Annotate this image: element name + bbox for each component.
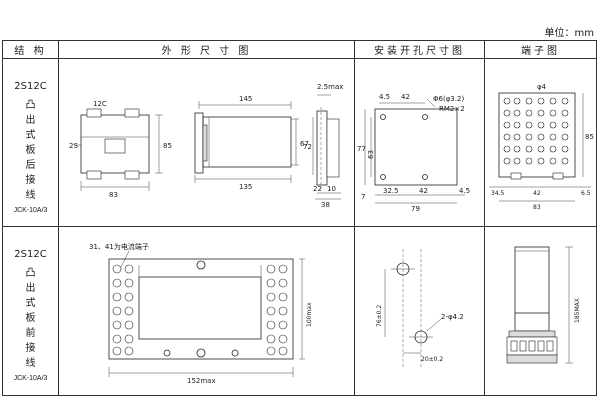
terminal-svg-rear: φ4 [489,83,594,211]
row-rear-wiring: 2S12C 凸 出 式 板 后 接 线 JCK-10A/3 [2,58,597,227]
spec-table: 结 构 外 形 尺 寸 图 安装开孔尺寸图 端子图 2S12C 凸 出 式 板 … [2,40,597,396]
mount-hole: Φ6(φ3.2) [433,95,464,103]
char: 线 [25,358,36,369]
terminal-grid [503,97,569,165]
front-height: 85 [163,142,172,150]
front-label: 12C [93,100,107,108]
mount-bottom-a: 32.5 [383,187,399,195]
char: 式 [25,298,36,309]
front-terminals-left [112,264,134,356]
mounting-svg-front: 76±0.2 2-φ4.2 20±0.2 [376,249,464,367]
mount-front-height: 76±0.2 [376,305,383,327]
char: 板 [25,313,36,324]
terminal-drawing-rear: φ4 [484,58,597,227]
header-terminal: 端子图 [484,40,597,59]
header-mounting: 安装开孔尺寸图 [354,40,485,59]
header-row: 结 构 外 形 尺 寸 图 安装开孔尺寸图 端子图 [2,40,597,59]
terminal-note: 31、41为电流端子 [89,242,149,251]
outline-drawing-rear: 12C 2S 83 85 [58,58,355,227]
char: 线 [25,190,36,201]
mount-top-mid: 42 [401,93,410,101]
structure-cell-front: 2S12C 凸 出 式 板 前 接 线 JCK-10A/3 [2,226,59,396]
header-outline: 外 形 尺 寸 图 [58,40,355,59]
front-view: 12C 2S 83 85 [69,100,172,199]
model-code: JCK-10A/3 [13,375,48,382]
unit-label: 单位：mm [544,28,594,39]
char: 凸 [25,268,36,279]
bottom-length: 135 [239,183,252,191]
char: 式 [25,130,36,141]
term-b3: 6.5 [581,190,591,197]
term-height: 85 [585,133,594,141]
term-b2: 42 [533,190,541,197]
mount-front-holes: 2-φ4.2 [441,313,464,321]
terminal-stack [510,340,554,352]
char: 接 [25,175,36,186]
model-name: 2S12C [14,81,47,92]
rear-depth: 38 [321,201,330,209]
mount-top-left: 4.5 [379,93,390,101]
char: 出 [25,283,36,294]
term-hole: φ4 [537,83,547,91]
mount-front-width: 20±0.2 [421,356,443,363]
mount-height-inner: 63 [367,150,375,159]
char: 板 [25,145,36,156]
front-width: 83 [109,191,118,199]
terminal-drawing-front: 185MAX [484,226,597,396]
header-structure: 结 构 [2,40,59,59]
char: 前 [25,328,36,339]
term-front-height: 185MAX [574,298,581,323]
rear-dim-b: 10 [327,185,336,193]
front-height-max: 100max [306,302,313,327]
side-height: 67 [300,140,309,148]
wiring-type-rear: 凸 出 式 板 后 接 线 [25,98,37,203]
mounting-drawing-front: 76±0.2 2-φ4.2 20±0.2 [354,226,485,396]
rear-dim-a: 22 [313,185,322,193]
mount-left-off: 7 [361,193,365,201]
term-total: 83 [533,204,541,211]
mount-total: 79 [411,205,420,213]
char: 出 [25,115,36,126]
side-view: 145 67 135 [194,95,309,191]
mounting-drawing-rear: 4.5 42 Φ6(φ3.2) RM2×2 77 63 7 [354,58,485,227]
front-terminals-right [266,264,288,356]
outline-svg-rear: 12C 2S 83 85 [69,83,343,209]
model-name: 2S12C [14,249,47,260]
mounting-svg-rear: 4.5 42 Φ6(φ3.2) RM2×2 77 63 7 [357,93,470,213]
structure-cell-rear: 2S12C 凸 出 式 板 后 接 线 JCK-10A/3 [2,58,59,227]
char: 后 [25,160,36,171]
row-front-wiring: 2S12C 凸 出 式 板 前 接 线 JCK-10A/3 31、41为电流端子 [2,226,597,396]
top-length: 145 [239,95,252,103]
mount-bottom-c: 4.5 [459,187,470,195]
side-label: 2S [69,142,78,150]
model-code: JCK-10A/3 [13,207,48,214]
rear-thickness: 2.5max [317,83,343,91]
rear-height: 72 [303,143,312,151]
mount-height-outer: 77 [357,145,366,153]
terminal-svg-front: 185MAX [506,246,581,364]
rear-view: 2.5max 72 22 10 38 [303,83,343,209]
outline-drawing-front: 31、41为电流端子 [58,226,355,396]
char: 接 [25,343,36,354]
term-b1: 34.5 [491,190,505,197]
mount-bottom-b: 42 [419,187,428,195]
front-width-max: 152max [187,377,216,385]
char: 凸 [25,100,36,111]
outline-svg-front: 31、41为电流端子 [89,242,313,385]
wiring-type-front: 凸 出 式 板 前 接 线 [25,266,37,371]
